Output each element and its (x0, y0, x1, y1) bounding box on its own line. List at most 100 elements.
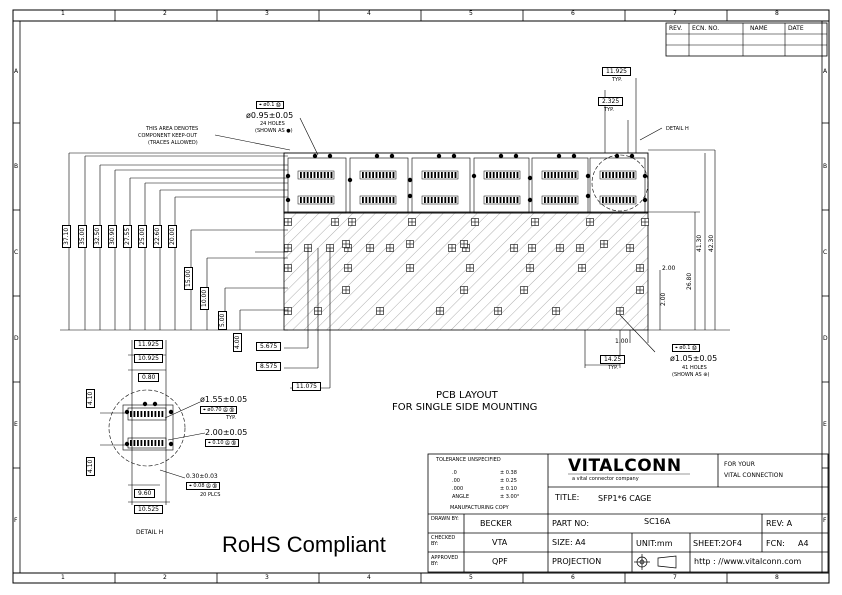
plated-hole (578, 264, 586, 272)
contact-pad (486, 197, 488, 203)
column-dividers (114, 10, 728, 583)
press-fit-hole (327, 153, 333, 159)
hole2-diameter: ø1.05±0.05 (670, 354, 718, 363)
contact-pad (372, 172, 374, 178)
press-fit-hole (614, 153, 620, 159)
row-label-right: B (823, 162, 828, 170)
detail-contact-pad (161, 411, 164, 417)
contact-pad (513, 197, 515, 203)
contact-pad (561, 197, 563, 203)
contact-pad (454, 197, 457, 203)
plated-hole (626, 244, 634, 252)
tolerance-row-label: .000 (452, 486, 464, 492)
plated-hole (284, 244, 292, 252)
left-vertical-dim: 32.50 (93, 224, 102, 248)
contact-pad (574, 197, 577, 203)
pcb-keepout-area (283, 211, 649, 331)
row-label-right: F (823, 516, 827, 524)
plated-hole (531, 218, 539, 226)
tolerance-row-label: ANGLE (452, 494, 469, 500)
tolerance-row-value: ± 0.10 (500, 486, 517, 492)
column-label-top: 4 (367, 10, 371, 17)
detail-hole (168, 441, 174, 447)
contact-pad (622, 197, 625, 203)
press-fit-hole (436, 153, 442, 159)
contact-pad (382, 197, 385, 203)
contact-pad (310, 172, 312, 178)
pcb-layout-caption: PCB LAYOUT (436, 390, 498, 401)
contact-pad (323, 197, 326, 203)
contact-pad (430, 197, 433, 203)
rev-header: REV. (669, 25, 683, 32)
press-fit-hole (527, 175, 533, 181)
cage-footprint (283, 152, 649, 214)
contact-pad (317, 172, 319, 178)
plated-hole (284, 218, 292, 226)
size-label: SIZE: A4 (552, 538, 586, 547)
detail-dim-030: 0.30±0.03 (186, 473, 218, 480)
website-url: http : //www.vitalconn.com (694, 557, 802, 566)
contact-pad (516, 172, 519, 178)
detail-dim-960: 9.60 (134, 489, 156, 498)
contact-pad (571, 197, 573, 203)
detail-dim-200-tol: ⌖ 0.10 Ⓐ Ⓑ (205, 439, 240, 447)
detail-contact-pad (130, 411, 132, 417)
contact-pad (612, 197, 614, 203)
title-block (427, 453, 829, 573)
contact-pad (561, 172, 563, 178)
fcn-value: A4 (798, 539, 809, 548)
row-label-right: C (823, 249, 828, 256)
row-label-left: A (14, 68, 19, 75)
column-label-top: 8 (775, 10, 779, 17)
contact-pad (447, 172, 450, 178)
left-vertical-dim: 22.60 (153, 224, 162, 248)
contact-pad-row (599, 170, 637, 180)
detail-contact-pad (161, 440, 164, 446)
contact-pad (509, 172, 512, 178)
plated-hole (616, 307, 624, 315)
contact-pad (489, 197, 492, 203)
detail-contact-pad (147, 440, 150, 446)
press-fit-hole (407, 177, 413, 183)
contact-pad (602, 172, 604, 178)
contact-pad (509, 197, 512, 203)
contact-pad-row (297, 170, 335, 180)
projection-symbol-icon (634, 554, 677, 570)
rev-label: REV: A (766, 519, 793, 528)
contact-pad (300, 197, 302, 203)
contact-pad (615, 197, 618, 203)
projection-label: PROJECTION (552, 557, 602, 566)
plated-hole (331, 218, 339, 226)
detail-h-title: DETAIL H (136, 529, 164, 536)
title-value: SFP1*6 CAGE (598, 494, 652, 503)
contact-pad (632, 172, 635, 178)
contact-pad (300, 172, 302, 178)
contact-pad (444, 197, 447, 203)
contact-pad (499, 197, 502, 203)
left-vertical-dim: 10.00 (200, 286, 209, 310)
row-dividers (13, 122, 829, 469)
keepout-note-line2: COMPONENT KEEP-OUT (138, 133, 198, 139)
press-fit-hole (471, 173, 477, 179)
plated-hole (366, 244, 374, 252)
detail-contact-pad (140, 440, 143, 446)
contact-pad (625, 197, 628, 203)
press-fit-hole (498, 153, 504, 159)
contact-pad (544, 172, 546, 178)
contact-pad (368, 172, 371, 178)
contact-pad (557, 172, 560, 178)
detail-dia-155-tol: ⌖ ø0.70 Ⓐ Ⓑ (200, 406, 238, 414)
detail-contact-pad (130, 440, 132, 446)
detail-dia-155-typ: TYP. (226, 415, 236, 421)
contact-pad (365, 172, 368, 178)
dim-100: 1.00 (615, 338, 629, 345)
press-fit-hole (285, 173, 291, 179)
detail-hole (124, 409, 130, 415)
plated-hole (342, 240, 350, 248)
detail-dim-200: 2.00±0.05 (205, 428, 248, 437)
tolerance-header: TOLERANCE UNSPECIFIED (436, 457, 501, 463)
contact-pad-row (541, 170, 579, 180)
contact-pad (306, 172, 309, 178)
column-label-bottom: 6 (571, 574, 575, 581)
contact-pad (506, 172, 509, 178)
